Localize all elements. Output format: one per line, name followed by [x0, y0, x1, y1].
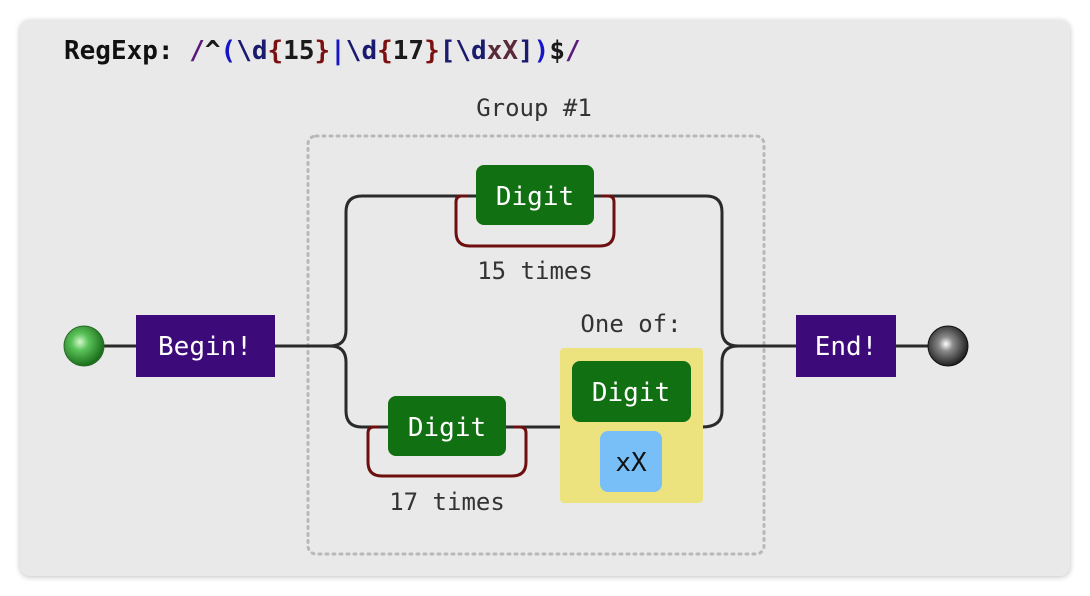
- regexp-token: ): [533, 36, 550, 66]
- connector-bottom-in: [329, 344, 388, 429]
- one-of-title: One of:: [580, 310, 681, 338]
- regexp-label: RegExp:: [64, 36, 174, 66]
- regexp-pattern: /^(\d{15}|\d{17}[\dxX])$/: [174, 36, 581, 66]
- regexp-header: RegExp: /^(\d{15}|\d{17}[\dxX])$/: [64, 36, 581, 66]
- regexp-token: {: [377, 36, 393, 66]
- one-of-digit-label: Digit: [592, 378, 670, 408]
- digit-node-top: [476, 165, 594, 225]
- regexp-token: \d: [236, 36, 268, 66]
- regexp-token: 17: [392, 36, 425, 66]
- regexp-token: /: [189, 36, 205, 66]
- regexp-token: }: [424, 36, 440, 66]
- regexp-token: |: [330, 36, 346, 66]
- end-node: [796, 315, 896, 377]
- regexp-token: \d: [455, 36, 487, 66]
- digit-node-bottom-label: Digit: [408, 413, 486, 443]
- connector-lines: [104, 194, 930, 429]
- connector-top-out: [594, 194, 796, 348]
- regexp-token: /: [564, 36, 581, 66]
- regexp-token: }: [314, 36, 331, 66]
- repeat-label-bottom: 17 times: [389, 488, 505, 516]
- regexp-token: [: [439, 36, 456, 66]
- regexp-token: ]: [518, 36, 534, 66]
- end-label: End!: [815, 332, 878, 362]
- connector-top-in: [329, 194, 476, 348]
- repeat-label-top: 15 times: [477, 257, 593, 285]
- digit-node-bottom: [388, 396, 506, 456]
- digit-node-top-label: Digit: [496, 182, 574, 212]
- end-circle-icon: [927, 325, 969, 367]
- regexp-token: \d: [345, 36, 378, 66]
- begin-label: Begin!: [158, 332, 252, 362]
- repeat-loop-top: [454, 194, 616, 248]
- regexp-token: xX: [486, 36, 519, 66]
- literal-node: [600, 431, 662, 492]
- group-label: Group #1: [476, 94, 592, 122]
- literal-label: xX: [615, 448, 647, 478]
- one-of-digit-node: [572, 361, 691, 422]
- connector-bottom-out: [701, 344, 739, 429]
- begin-node: [136, 315, 275, 377]
- start-circle-icon: [63, 325, 105, 367]
- regexp-token: 15: [283, 36, 315, 66]
- regexp-token: {: [267, 36, 284, 66]
- regexp-token: $: [549, 36, 565, 66]
- diagram-panel: [20, 20, 1070, 576]
- regexp-token: ^: [204, 36, 221, 66]
- repeat-loop-bottom: [366, 425, 528, 478]
- regexp-token: (: [220, 36, 237, 66]
